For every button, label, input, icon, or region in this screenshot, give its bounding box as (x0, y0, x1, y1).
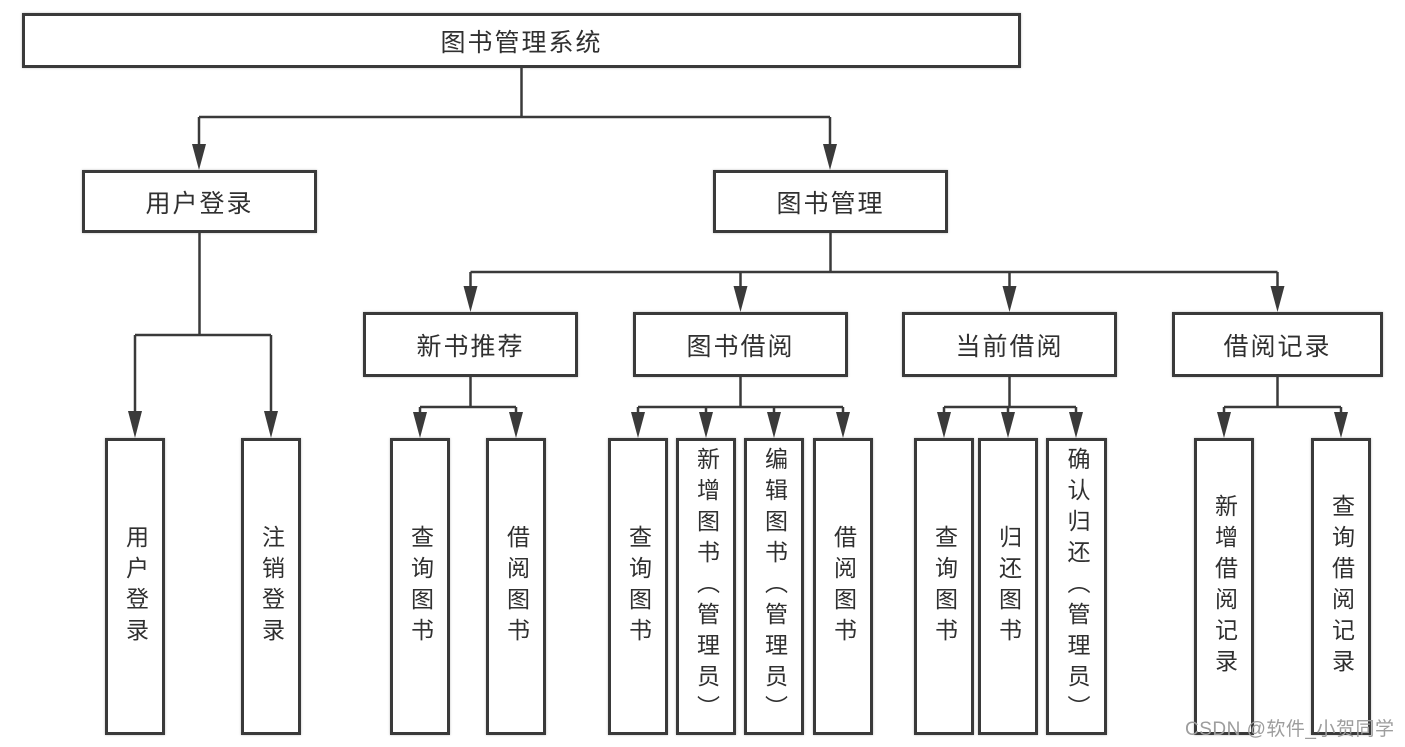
leaf-borrowing-query-books: 查询图书 (608, 438, 668, 735)
node-label: 用户登录 (122, 524, 149, 649)
node-label: 图书管理系统 (440, 28, 603, 57)
node-label: 注销登录 (258, 524, 285, 649)
node-label: 编辑图书（管理员） (761, 447, 788, 726)
leaf-borrowing-edit-books-admin: 编辑图书（管理员） (744, 438, 804, 735)
node-label: 查询图书 (625, 524, 652, 649)
node-label: 查询借阅记录 (1328, 493, 1355, 680)
node-label: 查询图书 (407, 524, 434, 649)
leaf-current-query-books: 查询图书 (914, 438, 974, 735)
node-label: 借阅图书 (830, 524, 857, 649)
node-book-borrowing: 图书借阅 (633, 312, 848, 377)
node-label: 借阅记录 (1223, 332, 1332, 361)
node-label: 新增图书（管理员） (693, 447, 720, 726)
node-label: 用户登录 (145, 189, 254, 218)
leaf-current-return-books: 归还图书 (978, 438, 1038, 735)
watermark: CSDN @软件_小贺同学 (1185, 719, 1395, 740)
leaf-recommend-borrow-books: 借阅图书 (486, 438, 546, 735)
leaf-recommend-query-books: 查询图书 (390, 438, 450, 735)
node-label: 确认归还（管理员） (1064, 447, 1090, 726)
leaf-borrowing-add-books-admin: 新增图书（管理员） (676, 438, 736, 735)
node-current-borrowing: 当前借阅 (902, 312, 1117, 377)
leaf-records-add-record: 新增借阅记录 (1194, 438, 1254, 735)
node-book-management: 图书管理 (713, 170, 948, 233)
node-label: 新增借阅记录 (1211, 493, 1238, 680)
node-label: 查询图书 (931, 524, 958, 649)
leaf-borrowing-borrow-books: 借阅图书 (813, 438, 873, 735)
node-borrowing-records: 借阅记录 (1172, 312, 1383, 377)
node-library-management-system: 图书管理系统 (22, 13, 1021, 68)
node-new-book-recommend: 新书推荐 (363, 312, 578, 377)
node-label: 新书推荐 (416, 332, 525, 361)
leaf-current-confirm-return-admin: 确认归还（管理员） (1046, 438, 1107, 735)
node-label: 借阅图书 (503, 524, 530, 649)
node-label: 当前借阅 (955, 332, 1064, 361)
node-label: 图书借阅 (686, 332, 795, 361)
leaf-records-query-record: 查询借阅记录 (1311, 438, 1371, 735)
node-user-login: 用户登录 (82, 170, 317, 233)
leaf-user-login: 用户登录 (105, 438, 165, 735)
node-label: 归还图书 (995, 524, 1022, 649)
node-label: 图书管理 (776, 189, 885, 218)
leaf-logout-login: 注销登录 (241, 438, 301, 735)
